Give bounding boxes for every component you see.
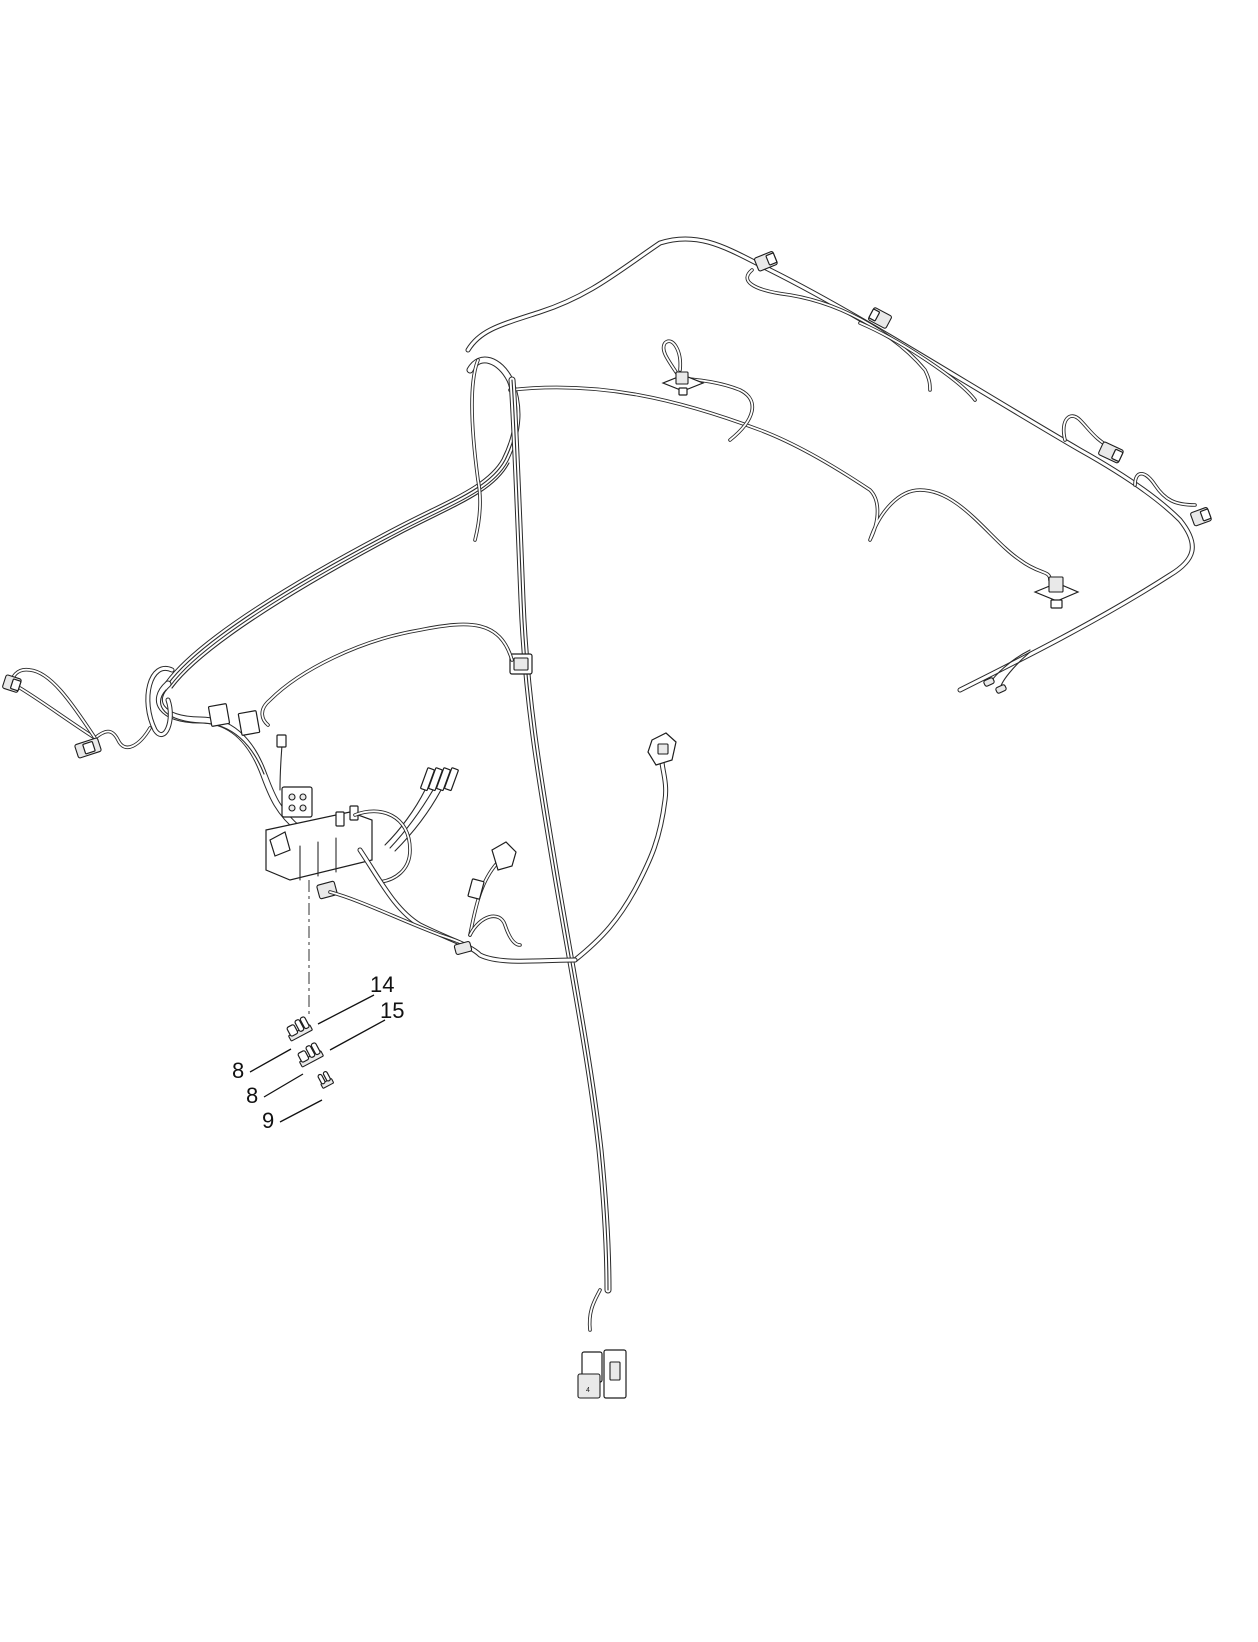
fuse-relay-block: [207, 703, 578, 964]
bottom-multi-connector: 4: [577, 1288, 627, 1399]
right-side-connector: [572, 732, 677, 963]
blade-fuse-set: [286, 1016, 334, 1089]
fuse-block-middle: [297, 1042, 324, 1068]
ring-terminal-pair: [983, 649, 1031, 694]
svg-text:4: 4: [586, 1387, 590, 1394]
left-connector-a: [2, 674, 22, 693]
harness-clip: [509, 653, 533, 675]
roof-connector-3: [1098, 441, 1124, 464]
callout-9: 9: [262, 1108, 275, 1133]
roof-harness-branch: [465, 236, 1212, 693]
leader-lines: [249, 994, 386, 1123]
rear-light-branch: [508, 339, 1080, 609]
pin-terminals: [384, 767, 459, 852]
vertical-drop-harness: [260, 358, 612, 1294]
fuse-block-upper: [286, 1016, 313, 1042]
callout-15: 15: [380, 998, 405, 1023]
roof-connector-1: [754, 251, 778, 272]
left-connector-b: [74, 737, 102, 759]
dome-light-socket-upper: [661, 339, 705, 396]
left-connector-loop: [2, 667, 152, 759]
callout-14: 14: [370, 972, 395, 997]
roof-connector-2: [868, 307, 892, 329]
main-trunk-harness: [145, 356, 521, 834]
callout-8-lower: 8: [246, 1083, 259, 1108]
fuse-single: [317, 1071, 334, 1089]
callout-8-upper: 8: [232, 1058, 245, 1083]
roof-connector-4: [1190, 507, 1212, 527]
dome-light-socket-lower: [1033, 576, 1080, 609]
